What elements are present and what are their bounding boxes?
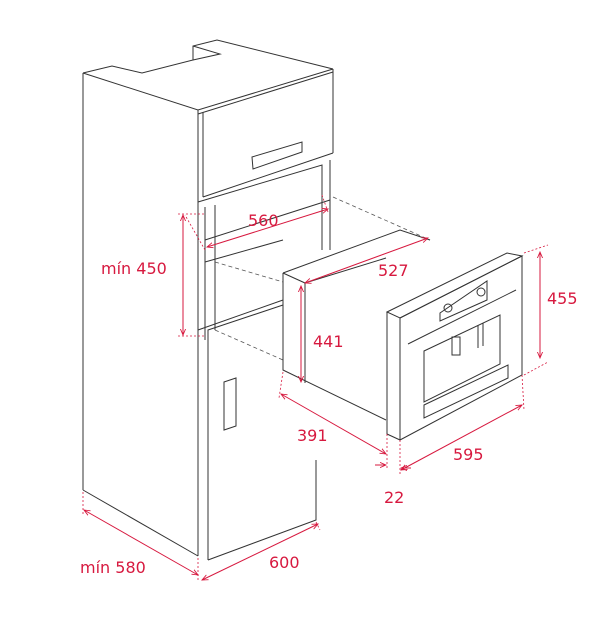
dim-front-thickness: 22 [384, 488, 404, 507]
dim-front-height: 455 [547, 289, 578, 308]
dim-cabinet-width: 600 [269, 553, 300, 572]
drawer-handle [251, 141, 303, 170]
dim-niche-min-height: mín 450 [101, 259, 167, 278]
drip-tray [423, 364, 509, 419]
door-handle [223, 377, 237, 431]
dispenser-opening [423, 314, 501, 403]
dim-body-height: 441 [313, 332, 344, 351]
dim-body-depth: 391 [297, 426, 328, 445]
dim-cabinet-min-depth: mín 580 [80, 558, 146, 577]
coffee-spout [451, 336, 461, 356]
dim-front-width: 595 [453, 445, 484, 464]
dimension-lines [82, 194, 549, 582]
tall-cabinet [82, 39, 431, 561]
dim-body-width: 527 [378, 261, 409, 280]
dim-niche-width: 560 [248, 211, 279, 230]
control-panel [439, 280, 488, 322]
knob-icon [443, 303, 453, 313]
knob-icon [476, 287, 486, 297]
